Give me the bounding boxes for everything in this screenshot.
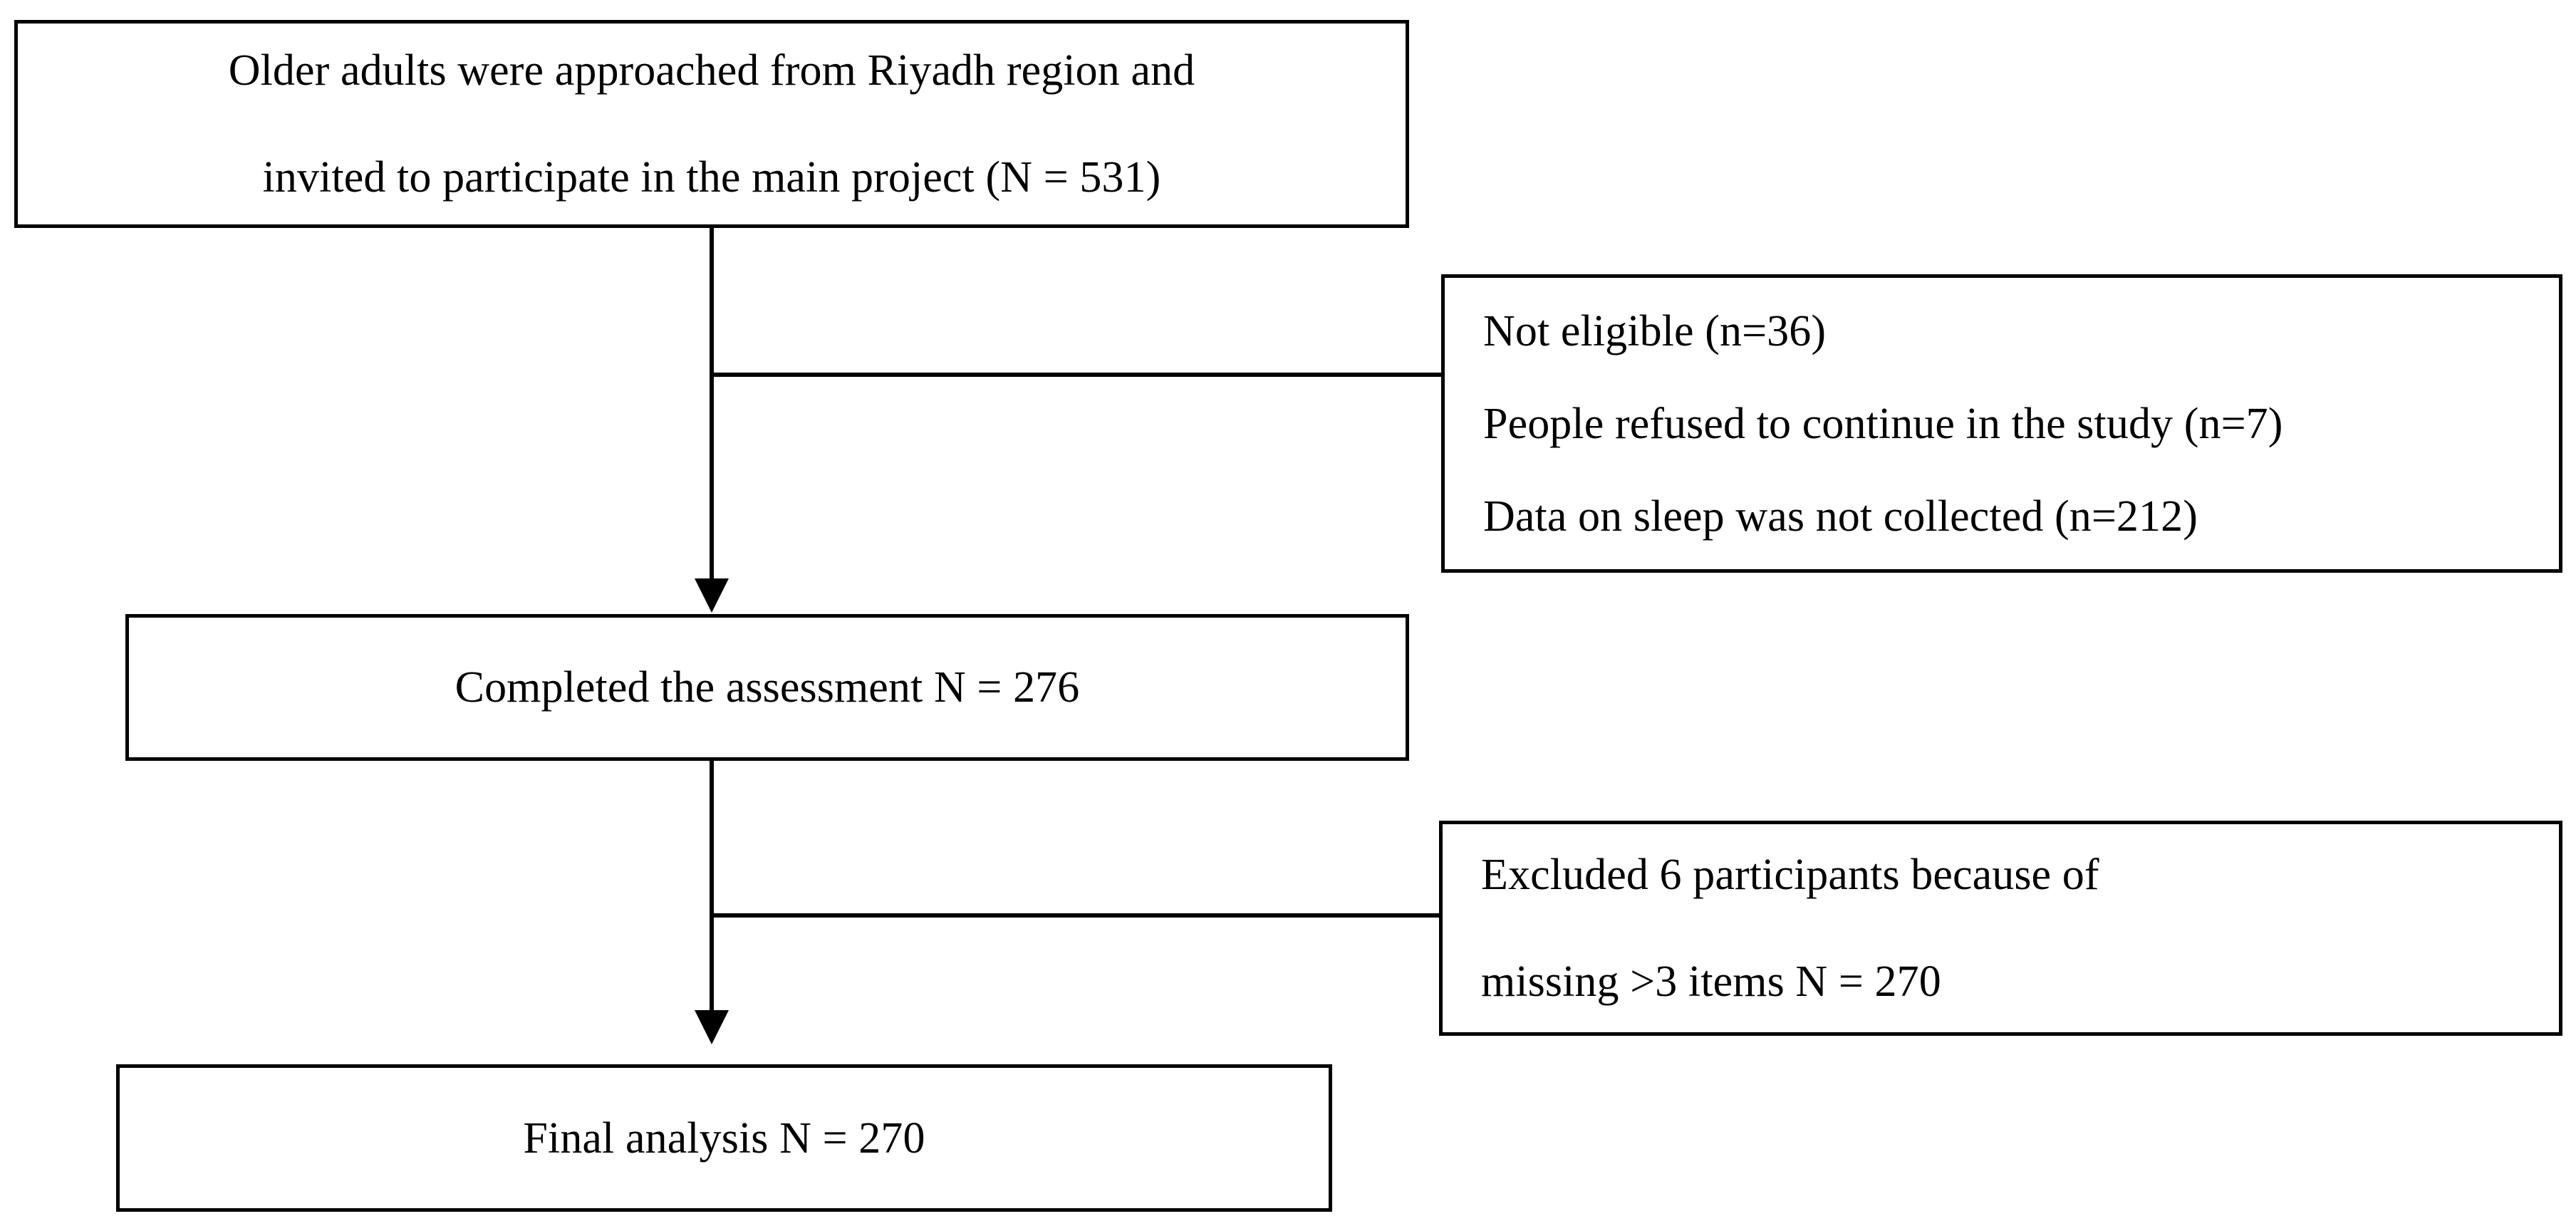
exclusion-reason-refused: People refused to continue in the study … bbox=[1483, 399, 2283, 448]
arrowhead-approached-to-completed bbox=[695, 578, 729, 613]
node-completed-assessment: Completed the assessment N = 276 bbox=[125, 614, 1409, 761]
node-approached-line-1: Older adults were approached from Riyadh… bbox=[228, 46, 1195, 95]
exclusion-reason-not-eligible: Not eligible (n=36) bbox=[1483, 306, 1827, 355]
node-exclusions-missing-items: Excluded 6 participants because of missi… bbox=[1439, 821, 2562, 1036]
node-exclusions-screening: Not eligible (n=36) People refused to co… bbox=[1441, 274, 2562, 573]
exclusion-reason-no-sleep-data: Data on sleep was not collected (n=212) bbox=[1483, 492, 2198, 541]
node-approached: Older adults were approached from Riyadh… bbox=[14, 20, 1409, 228]
node-completed-line-1: Completed the assessment N = 276 bbox=[455, 663, 1080, 712]
node-final-line-1: Final analysis N = 270 bbox=[523, 1113, 925, 1163]
node-approached-line-2: invited to participate in the main proje… bbox=[262, 153, 1161, 202]
exclusion-missing-items-line-2: missing >3 items N = 270 bbox=[1481, 957, 1941, 1006]
exclusion-missing-items-line-1: Excluded 6 participants because of bbox=[1481, 851, 2099, 899]
node-final-analysis: Final analysis N = 270 bbox=[116, 1064, 1332, 1212]
arrowhead-completed-to-final bbox=[695, 1010, 729, 1044]
